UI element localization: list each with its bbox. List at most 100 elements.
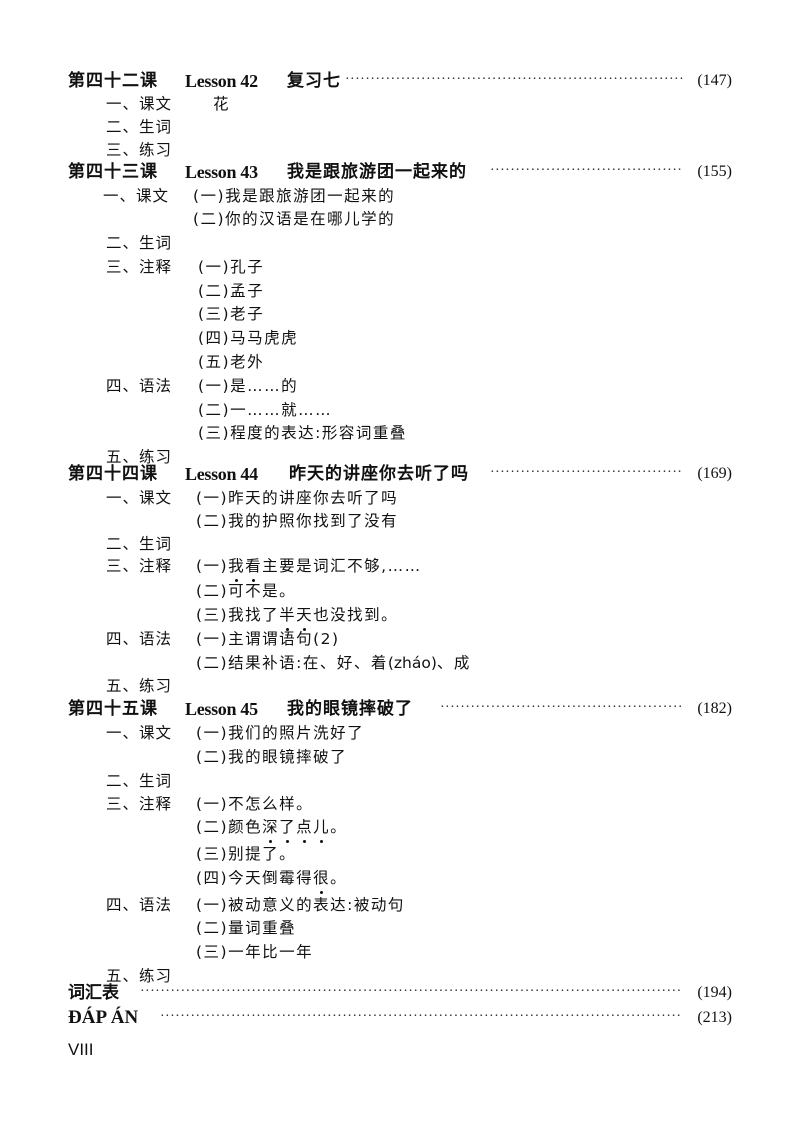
lesson-number-cn: 第四十五课 — [68, 699, 158, 719]
dot-leader: ········································… — [140, 984, 683, 999]
section-notes-item: (三)我找了半天也没找到。 — [0, 603, 800, 631]
section-item: (四)今天倒霉得很。 — [196, 866, 347, 894]
toc-entry-lesson-42[interactable]: 第四十二课 Lesson 42 复习七 ····················… — [0, 69, 800, 93]
toc-entry-lesson-43[interactable]: 第四十三课 Lesson 43 我是跟旅游团一起来的 ·············… — [0, 160, 800, 184]
item-text: 不怎么样。 — [228, 795, 314, 813]
section-item: (一)我们的照片洗好了 — [196, 724, 365, 742]
page-number: VIII — [68, 1040, 94, 1059]
section-item: 花 — [213, 95, 229, 113]
section-grammar-item: (二)量词重叠 — [0, 916, 800, 940]
section-item: (二)我的眼镜摔破了 — [196, 748, 348, 766]
lesson-title: 我的眼镜摔破了 — [287, 699, 413, 719]
appendix-title: 词汇表 — [68, 983, 119, 1003]
section-item: (三)别提了。 — [196, 842, 296, 866]
section-notes-item: (二)孟子 — [0, 279, 800, 303]
page-ref: (155) — [697, 163, 732, 180]
section-notes: 三、注释 (一)不怎么样。 — [0, 792, 800, 816]
dot-leader: ········································… — [490, 465, 683, 480]
dot-leader: ········································… — [440, 700, 683, 715]
emphasis-char: 很 — [313, 866, 330, 894]
lesson-title: 复习七 — [287, 71, 341, 91]
section-notes: 三、注释 (一)我看主要是词汇不够,…… — [0, 554, 800, 582]
section-exercises: 三、练习 — [0, 138, 800, 162]
lesson-number-cn: 第四十二课 — [68, 71, 158, 91]
section-text-item: (二)我的护照你找到了没有 — [0, 509, 800, 533]
section-item: (五)老外 — [198, 353, 265, 371]
section-notes: 三、注释 (一)孔子 — [0, 255, 800, 279]
section-notes-item: (二)可不是。 — [0, 579, 800, 603]
emphasized-text: 我看 — [228, 554, 262, 582]
item-text: 也没找到。 — [313, 606, 399, 624]
lesson-title: 我是跟旅游团一起来的 — [287, 162, 467, 182]
item-prefix: (二) — [196, 654, 229, 672]
item-prefix: (一) — [196, 795, 229, 813]
section-item: (二)我的护照你找到了没有 — [196, 512, 399, 530]
section-label: 一、课文 — [103, 187, 170, 205]
section-notes-item: (三)老子 — [0, 302, 800, 326]
section-label: 四、语法 — [106, 896, 173, 914]
emphasized-text: 深了点儿 — [262, 815, 330, 843]
lesson-number-cn: 第四十四课 — [68, 464, 158, 484]
lesson-number-en: Lesson 45 — [185, 699, 258, 719]
section-item: (二)孟子 — [198, 282, 265, 300]
emphasis-char: 深 — [262, 815, 279, 843]
section-exercises: 五、练习 — [0, 445, 800, 469]
section-item: (一)是……的 — [198, 377, 299, 395]
section-notes-item: (二)颜色深了点儿。 — [0, 815, 800, 843]
item-text: 今天倒霉得 — [228, 869, 314, 887]
section-label: 一、课文 — [106, 724, 173, 742]
section-text: 一、课文 (一)我是跟旅游团一起来的 — [0, 184, 800, 208]
section-label: 一、课文 — [106, 489, 173, 507]
emphasis-char: 天 — [296, 603, 313, 631]
emphasis-char: 我 — [228, 554, 245, 582]
section-grammar: 四、语法 (一)是……的 — [0, 374, 800, 398]
section-item: (二)可不是。 — [196, 579, 296, 603]
emphasis-char: 点 — [296, 815, 313, 843]
section-label: 五、练习 — [106, 967, 173, 985]
page-ref: (213) — [697, 1009, 732, 1026]
emphasis-char: 看 — [245, 554, 262, 582]
toc-entry-answer-key[interactable]: ĐÁP ÁN ·································… — [0, 1006, 800, 1030]
page-ref: (182) — [697, 700, 732, 717]
section-item: (二)一……就…… — [198, 401, 333, 419]
section-label: 二、生词 — [106, 234, 173, 252]
item-text: 可不是。 — [228, 582, 297, 600]
item-prefix: (三) — [196, 606, 229, 624]
section-item: (一)被动意义的表达:被动句 — [196, 896, 405, 914]
section-grammar: 四、语法 (一)主谓谓语句(2) — [0, 627, 800, 651]
section-grammar: 四、语法 (一)被动意义的表达:被动句 — [0, 893, 800, 917]
emphasis-char: 儿 — [313, 815, 330, 843]
emphasis-char: 半 — [279, 603, 296, 631]
section-item: (四)马马虎虎 — [198, 329, 299, 347]
item-text: 颜色 — [228, 818, 263, 836]
toc-entry-vocabulary[interactable]: 词汇表 ····································… — [0, 981, 800, 1005]
section-label: 三、注释 — [106, 258, 173, 276]
lesson-number-en: Lesson 42 — [185, 71, 258, 91]
section-notes-item: (三)别提了。 — [0, 842, 800, 866]
section-exercises: 五、练习 — [0, 964, 800, 988]
toc-entry-lesson-45[interactable]: 第四十五课 Lesson 45 我的眼镜摔破了 ················… — [0, 697, 800, 721]
section-grammar-item: (二)结果补语:在、好、着(zháo)、成 — [0, 651, 800, 675]
section-text-item: (二)你的汉语是在哪儿学的 — [0, 207, 800, 231]
section-item: (一)不怎么样。 — [196, 792, 313, 816]
item-text: 。 — [330, 818, 348, 836]
section-vocab: 二、生词 — [0, 769, 800, 793]
item-text: 结果补语:在、好、着 — [228, 654, 388, 672]
emphasized-text: 很 — [313, 866, 330, 894]
section-notes-item: (四)今天倒霉得很。 — [0, 866, 800, 894]
section-vocab: 二、生词 — [0, 115, 800, 139]
section-item: (一)昨天的讲座你去听了吗 — [196, 489, 399, 507]
section-vocab: 二、生词 — [0, 231, 800, 255]
toc-entry-lesson-44[interactable]: 第四十四课 Lesson 44 昨天的讲座你去听了吗 ·············… — [0, 462, 800, 486]
pinyin-annotation: (zháo) — [387, 654, 437, 672]
dot-leader: ········································… — [490, 163, 683, 178]
section-label: 四、语法 — [106, 630, 173, 648]
section-grammar-item: (三)程度的表达:形容词重叠 — [0, 421, 800, 445]
section-item: (三)一年比一年 — [196, 943, 314, 961]
section-item: (一)孔子 — [198, 258, 265, 276]
section-label: 二、生词 — [106, 118, 173, 136]
section-label: 二、生词 — [106, 772, 173, 790]
item-prefix: (二) — [196, 818, 229, 836]
section-vocab: 二、生词 — [0, 532, 800, 556]
section-label: 五、练习 — [106, 448, 173, 466]
